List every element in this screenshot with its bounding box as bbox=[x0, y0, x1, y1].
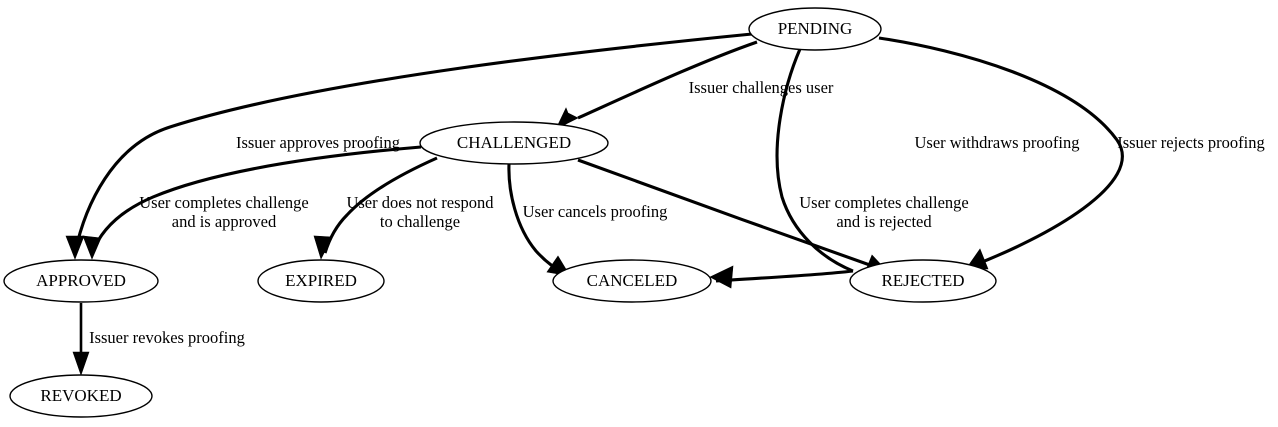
edge-challenged-approved[interactable] bbox=[82, 145, 422, 260]
node-pending-shape bbox=[748, 7, 882, 51]
node-revoked-shape bbox=[9, 374, 153, 418]
arrowhead-approved-revoked bbox=[72, 351, 90, 376]
edge-path-challenged-approved bbox=[90, 145, 422, 254]
edge-label-user-cancels-proofing: User cancels proofing bbox=[523, 202, 668, 221]
arrowhead-challenged-approved bbox=[82, 235, 102, 260]
node-challenged[interactable]: CHALLENGED bbox=[419, 121, 609, 165]
node-rejected[interactable]: REJECTED bbox=[849, 259, 997, 303]
node-challenged-label: CHALLENGED bbox=[457, 133, 571, 152]
edge-label-user-completes-challenge-approved-line2: and is approved bbox=[172, 212, 277, 231]
edge-label-user-completes-challenge-rejected-line2: and is rejected bbox=[836, 212, 932, 231]
node-expired-shape bbox=[257, 259, 385, 303]
node-pending-label: PENDING bbox=[778, 19, 853, 38]
node-approved-shape bbox=[3, 259, 159, 303]
edge-label-user-completes-challenge-rejected-line1: User completes challenge bbox=[799, 193, 969, 212]
edge-path-pending-canceled-tail bbox=[715, 269, 854, 283]
arrowhead-challenged-expired bbox=[313, 235, 333, 260]
edge-path-pending-canceled bbox=[775, 48, 854, 273]
node-revoked[interactable]: REVOKED bbox=[9, 374, 153, 418]
arrowhead-pending-canceled bbox=[709, 265, 734, 289]
node-canceled[interactable]: CANCELED bbox=[552, 259, 712, 303]
edge-label-user-withdraws-proofing: User withdraws proofing bbox=[915, 133, 1080, 152]
arrowhead-pending-approved bbox=[65, 235, 85, 260]
edge-approved-revoked[interactable] bbox=[72, 303, 90, 376]
edge-label-issuer-approves-proofing: Issuer approves proofing bbox=[236, 133, 400, 152]
edge-label-issuer-rejects-proofing: Issuer rejects proofing bbox=[1117, 133, 1265, 152]
node-rejected-shape bbox=[849, 259, 997, 303]
edge-pending-canceled[interactable] bbox=[709, 48, 854, 289]
edge-label-user-does-not-respond-line2: to challenge bbox=[380, 212, 460, 231]
node-expired-label: EXPIRED bbox=[285, 271, 357, 290]
node-canceled-shape bbox=[552, 259, 712, 303]
edge-label-issuer-challenges-user: Issuer challenges user bbox=[689, 78, 834, 97]
edge-path-pending-rejected bbox=[878, 36, 1124, 268]
node-approved[interactable]: APPROVED bbox=[3, 259, 159, 303]
node-approved-label: APPROVED bbox=[36, 271, 126, 290]
node-pending[interactable]: PENDING bbox=[748, 7, 882, 51]
edge-pending-approved[interactable] bbox=[65, 32, 753, 260]
node-rejected-label: REJECTED bbox=[881, 271, 964, 290]
edge-path-pending-challenged bbox=[577, 40, 758, 120]
node-challenged-shape bbox=[419, 121, 609, 165]
edge-label-user-completes-challenge-approved-line1: User completes challenge bbox=[139, 193, 309, 212]
node-canceled-label: CANCELED bbox=[587, 271, 678, 290]
edge-labels-layer: Issuer challenges user Issuer approves p… bbox=[89, 78, 1265, 347]
edge-challenged-expired[interactable] bbox=[313, 156, 438, 260]
edge-label-issuer-revokes-proofing: Issuer revokes proofing bbox=[89, 328, 245, 347]
edge-label-user-does-not-respond-line1: User does not respond bbox=[346, 193, 494, 212]
nodes-layer: PENDING CHALLENGED APPROVED EXPIRED CANC… bbox=[3, 7, 997, 418]
node-revoked-label: REVOKED bbox=[40, 386, 121, 405]
node-expired[interactable]: EXPIRED bbox=[257, 259, 385, 303]
edge-path-challenged-rejected bbox=[577, 158, 882, 271]
edge-pending-rejected[interactable] bbox=[878, 36, 1124, 270]
edge-path-pending-approved bbox=[73, 32, 753, 254]
